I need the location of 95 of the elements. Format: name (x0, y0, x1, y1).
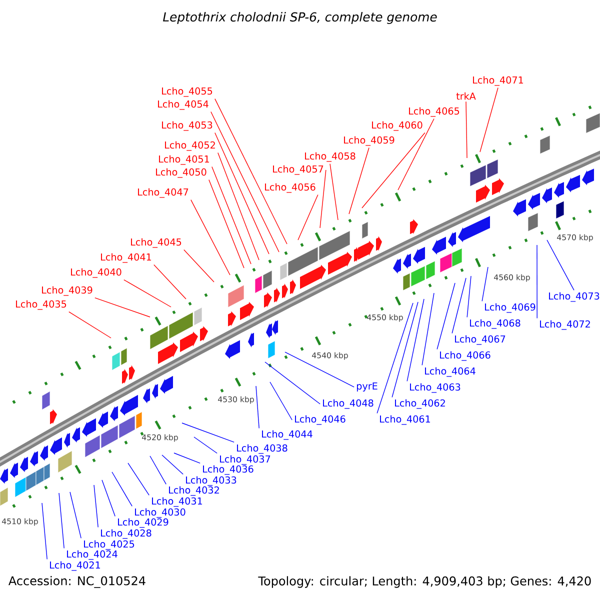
leader-line (348, 147, 370, 214)
gene-label: Lcho_4073 (549, 292, 600, 302)
leader-line (124, 279, 172, 308)
leader-line (94, 484, 98, 528)
leader-line (154, 264, 186, 300)
leader-line (150, 456, 166, 485)
gene-label: Lcho_4048 (323, 399, 374, 409)
leader-line (466, 276, 472, 318)
leader-line (256, 386, 260, 429)
gene-label: pyrE (357, 382, 378, 392)
gene-label: Lcho_4071 (473, 76, 523, 86)
gene-label: Lcho_4052 (165, 141, 215, 151)
leader-line (392, 302, 418, 398)
leader-line (398, 118, 434, 190)
leader-line (190, 199, 230, 276)
gene-label: Lcho_4035 (16, 300, 66, 310)
gene-label: Lcho_4068 (470, 319, 520, 329)
gene-label: Lcho_4024 (67, 550, 118, 560)
leader-line (70, 492, 82, 539)
gene-label: Lcho_4061 (380, 415, 430, 425)
leader-line (452, 278, 466, 334)
gene-label: Lcho_4028 (101, 529, 152, 539)
leader-line (480, 87, 498, 152)
leader-line (270, 382, 292, 420)
leader-line (376, 302, 414, 414)
leader-line (68, 311, 112, 338)
gene-label: Lcho_4057 (273, 165, 324, 175)
gene-label: Lcho_4056 (265, 183, 316, 193)
gene-label: Lcho_4060 (372, 121, 422, 131)
leader-line (128, 462, 150, 496)
gene-label: Lcho_4041 (101, 253, 151, 263)
gene-label: Lcho_4032 (169, 486, 219, 496)
gene-label: Lcho_4040 (71, 268, 122, 278)
leader-line (58, 492, 64, 549)
leader-line (362, 132, 426, 208)
leader-line (102, 480, 116, 517)
leader-line (162, 454, 184, 475)
leader-line (194, 436, 218, 454)
leader-line (182, 422, 234, 443)
gene-label: Lcho_4037 (220, 455, 270, 465)
footer-text: Topology: circular; Length: 4,909,403 bp; Genes: 4,420 (258, 576, 591, 588)
gene-label: Lcho_4038 (237, 444, 288, 454)
gene-label: Lcho_4055 (162, 87, 212, 97)
gene-label: Lcho_4033 (186, 476, 236, 486)
gene-label: Lcho_4058 (305, 152, 356, 162)
gene-label: Lcho_4053 (162, 121, 212, 131)
gene-label: Lcho_4045 (131, 238, 182, 248)
leader-line (264, 362, 320, 404)
gene-label: Lcho_4031 (152, 497, 202, 507)
gene-label: Lcho_4039 (42, 286, 92, 296)
leader-line (406, 298, 424, 382)
gene-label: Lcho_4029 (118, 518, 168, 528)
leader-line (284, 352, 354, 388)
leader-line (466, 101, 468, 158)
gene-label: Lcho_4036 (203, 465, 254, 475)
leader-line (218, 152, 260, 260)
gene-label: Lcho_4062 (395, 399, 445, 409)
gene-label: Lcho_4030 (135, 508, 186, 518)
leader-line (210, 111, 280, 252)
leader-line (298, 194, 318, 240)
gene-label: Lcho_4044 (262, 430, 312, 440)
title: Leptothrix cholodnii SP-6, complete genome (163, 12, 437, 24)
leader-line (436, 282, 456, 350)
gene-label: Lcho_4021 (50, 561, 100, 571)
leader-line (174, 452, 200, 464)
gene-label: Lcho_4051 (159, 155, 209, 165)
gene-label: Lcho_4047 (138, 188, 188, 198)
gene-label: Lcho_4072 (540, 320, 590, 330)
leader-line (320, 170, 326, 228)
gene-label: Lcho_4054 (158, 100, 208, 110)
gene-label: Lcho_4069 (485, 303, 536, 313)
leader-line (94, 297, 150, 318)
leader-line (536, 244, 538, 319)
gene-label: Lcho_4046 (295, 415, 346, 425)
gene-label: Lcho_4059 (344, 136, 394, 146)
leader-line (546, 240, 574, 291)
gene-label: trkA (456, 92, 476, 100)
leader-line (214, 132, 270, 254)
leader-line (214, 98, 288, 244)
gene-label: Lcho_4066 (440, 351, 490, 361)
leader-line (482, 266, 488, 302)
leader-line (422, 292, 434, 366)
gene-label: Lcho_4025 (84, 540, 134, 550)
leader-line (112, 472, 132, 507)
leader-line (208, 179, 244, 268)
gene-label: Lcho_4065 (409, 107, 460, 117)
gene-label: Lcho_4067 (455, 335, 506, 345)
leader-line (42, 502, 48, 560)
leader-line (330, 163, 338, 220)
leader-line (212, 166, 252, 264)
leader-line (184, 249, 214, 282)
gene-label: Lcho_4064 (425, 367, 476, 377)
gene-label: Lcho_4063 (410, 383, 460, 393)
gene-label: Lcho_4050 (156, 168, 206, 178)
footer-text: Accession: NC_010524 (8, 576, 146, 588)
